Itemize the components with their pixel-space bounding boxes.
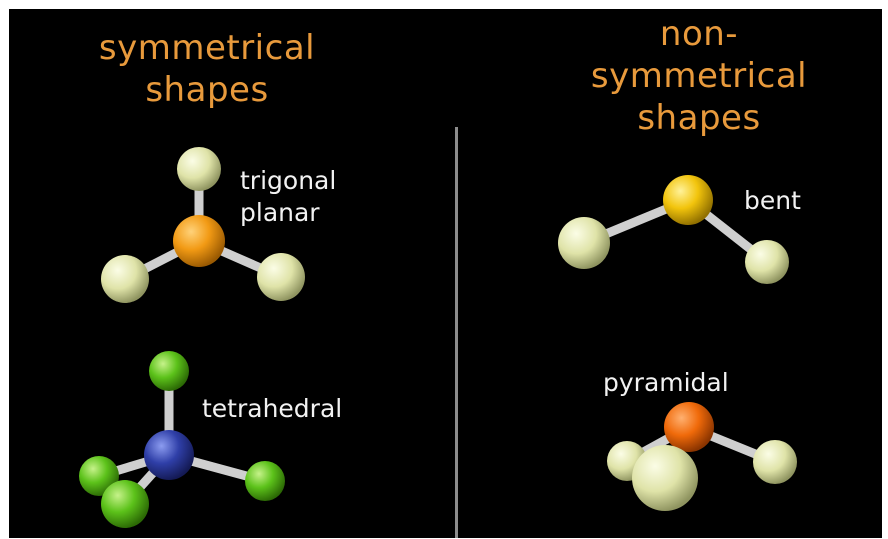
heading-line: shapes (145, 70, 269, 110)
outer-atom (245, 461, 285, 501)
label-line: trigonal (240, 166, 337, 195)
label-tetrahedral: tetrahedral (202, 394, 343, 423)
trigonal-planar-molecule (101, 147, 305, 303)
heading-line: shapes (637, 98, 761, 138)
pyramidal-molecule (607, 402, 797, 511)
heading-non-symmetrical-shapes: non- symmetrical shapes (554, 13, 844, 139)
column-divider (455, 127, 458, 538)
label-bent: bent (744, 186, 801, 215)
heading-symmetrical-shapes: symmetrical shapes (57, 27, 357, 111)
outer-atom (745, 240, 789, 284)
outer-atom (101, 255, 149, 303)
bent-molecule (558, 175, 789, 284)
heading-line: symmetrical (98, 28, 316, 68)
outer-atom (101, 480, 149, 528)
outer-atom (632, 445, 698, 511)
outer-atom (149, 351, 189, 391)
central-atom (144, 430, 194, 480)
central-atom (664, 402, 714, 452)
outer-atom (79, 456, 119, 496)
heading-line: symmetrical (590, 56, 808, 96)
tetrahedral-molecule (79, 351, 285, 528)
slide: symmetrical shapes non- symmetrical shap… (9, 9, 882, 538)
label-trigonal-planar: trigonal planar (240, 165, 336, 229)
heading-line: non- (659, 14, 739, 54)
outer-atom (257, 253, 305, 301)
outer-atom (177, 147, 221, 191)
outer-atom (753, 440, 797, 484)
molecule-diagrams (79, 147, 797, 528)
central-atom (173, 215, 225, 267)
label-line: planar (240, 198, 320, 227)
central-atom (663, 175, 713, 225)
outer-atom (558, 217, 610, 269)
label-pyramidal: pyramidal (603, 368, 729, 397)
